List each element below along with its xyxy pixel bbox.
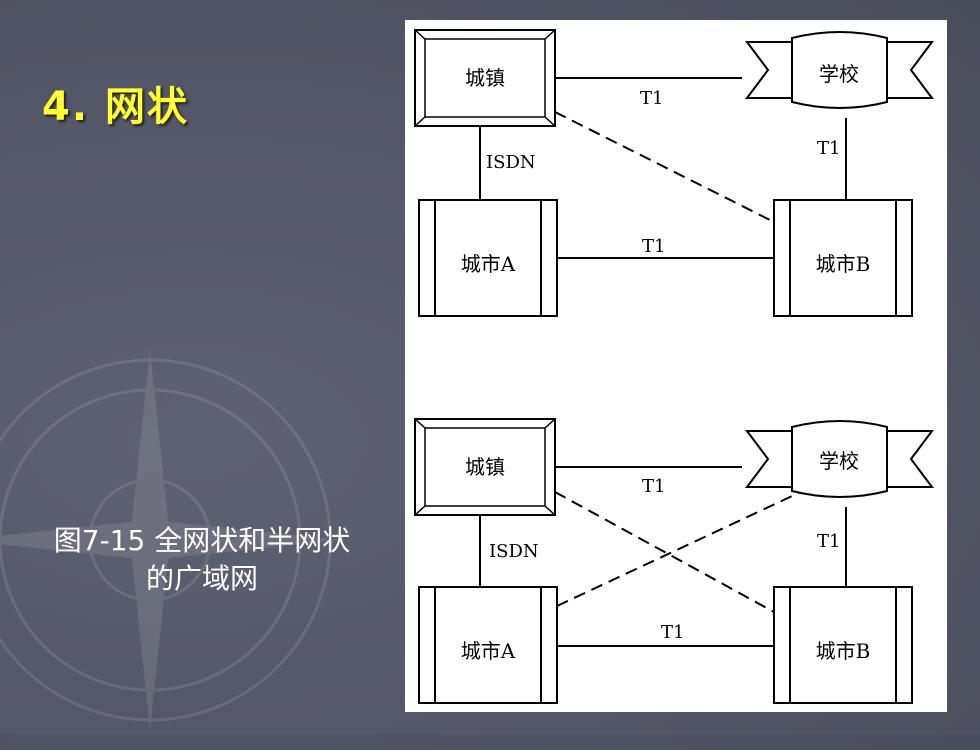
node-city-b-label: 城市B bbox=[816, 252, 871, 276]
slide-title: 4. 网状 bbox=[42, 84, 189, 130]
caption-line-1: 图7-15 全网状和半网状 bbox=[53, 524, 351, 557]
label-town-city-a: ISDN bbox=[486, 152, 536, 173]
diagram-full-mesh: 城镇 学校 城市A 城市B T1 ISDN T1 T1 bbox=[414, 29, 933, 317]
label-school-city-b: T1 bbox=[817, 531, 840, 552]
network-diagrams: 城镇 学校 城市A 城市B T1 ISDN T1 T1 城镇 学校 bbox=[414, 29, 933, 704]
figure-caption: 图7-15 全网状和半网状 的广域网 bbox=[22, 522, 382, 598]
label-school-city-b: T1 bbox=[817, 138, 840, 159]
caption-line-2: 的广域网 bbox=[145, 562, 258, 595]
node-school-label: 学校 bbox=[819, 449, 859, 473]
node-city-a-label: 城市A bbox=[461, 639, 516, 663]
diagram-partial-mesh: 城镇 学校 城市A 城市B T1 ISDN T1 T1 bbox=[414, 418, 933, 704]
label-town-school: T1 bbox=[642, 476, 665, 497]
node-city-b-label: 城市B bbox=[816, 639, 871, 663]
link-town-city-b-dashed bbox=[554, 491, 775, 613]
figure-panel: 城镇 学校 城市A 城市B T1 ISDN T1 T1 城镇 学校 bbox=[405, 20, 947, 712]
link-town-city-b-dashed bbox=[554, 111, 775, 223]
compass-watermark-icon bbox=[0, 350, 340, 730]
node-school-label: 学校 bbox=[819, 62, 859, 86]
node-city-a-label: 城市A bbox=[461, 252, 516, 276]
node-town-label: 城镇 bbox=[465, 66, 505, 90]
label-city-a-city-b: T1 bbox=[642, 236, 665, 257]
link-city-a-school-dashed bbox=[556, 489, 806, 607]
label-town-school: T1 bbox=[640, 88, 663, 109]
label-town-city-a: ISDN bbox=[489, 541, 539, 562]
label-city-a-city-b: T1 bbox=[661, 622, 684, 643]
node-town-label: 城镇 bbox=[465, 455, 505, 479]
